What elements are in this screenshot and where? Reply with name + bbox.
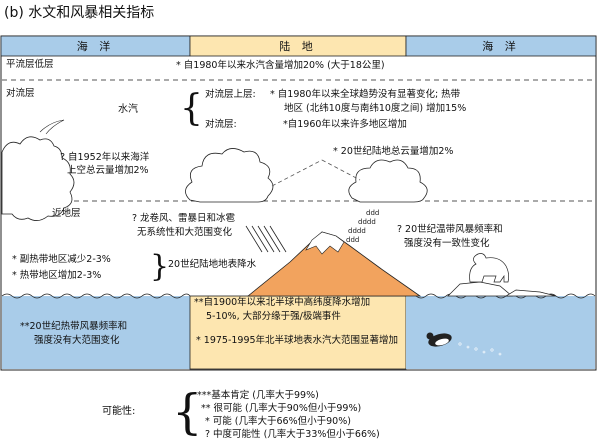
land-cloud-text: * 20世纪陆地总云量增加2% [333,146,454,157]
label-water-vapor: 水汽 [118,104,138,115]
trop-text: *自1960年以来许多地区增加 [283,119,407,130]
cloud-icon-right [348,159,428,203]
likelihood-item-3: * 可能 (几率大于66%但小于90%) [205,416,351,427]
svg-text:ddd: ddd [346,236,359,244]
trop-label: 对流层: [205,119,237,130]
extratrop-text-1: ? 20世纪温带风暴频率和 [397,224,503,235]
cloud-link-left [271,159,323,187]
brace-icon-likelihood: { [172,384,203,440]
upper-trop-text-2: 地区 (北纬10度与南纬10度之间) 增加15% [284,103,467,114]
layer-label-lower-stratosphere: 平流层低层 [6,59,54,70]
ocean-cloud-text-2: 上空总云量增加2% [67,165,149,176]
surface-vapor-text: * 1975-1995年北半球地表水汽大范围显著增加 [196,335,399,346]
thunder-cloud-icon [1,136,75,221]
likelihood-item-2: ** 很可能 (几率大于90%但小于99%) [201,403,362,414]
storms-text-2: 无系统性和大范围变化 [137,227,233,238]
likelihood-label: 可能性: [102,406,136,417]
iceberg-icon [447,281,513,297]
svg-text:dddd: dddd [358,218,376,226]
extratrop-text-2: 强度没有一致性变化 [404,238,490,249]
layer-label-near-surface: 近地层 [52,208,81,219]
penguin-icon [426,332,452,347]
cloud-icon [185,148,274,203]
land-precip-text: 20世纪陆地地表降水 [168,259,257,270]
finding-strat-vapor: * 自1980年以来水汽含量增加20% (大于18公里) [176,60,385,71]
header-ocean-left: 海 洋 [76,40,115,53]
header-ocean-right: 海 洋 [482,40,520,53]
likelihood-item-4: ? 中度可能性 (几率大于33%但小于66%) [205,429,380,440]
figure-title: (b) 水文和风暴相关指标 [4,5,155,21]
tropical-storm-text-1: **20世纪热带风暴频率和 [20,321,128,332]
ocean-wave-left [1,293,191,299]
bubbles-icon [458,342,502,356]
upper-trop-text: * 自1980年以来全球趋势没有显著变化; 热带 [270,89,461,100]
brace-icon-precip: } [150,249,170,284]
ocean-cloud-text-1: ? 自1952年以来海洋 [60,152,150,163]
polar-bear-icon [469,253,510,283]
layer-label-troposphere: 对流层 [6,88,35,99]
mountain-snow-icon [305,231,345,255]
heavy-precip-text-1: **自1900年以来北半球中高纬度降水增加 [194,297,371,308]
ocean-right-area [406,296,595,369]
ice-floe-icon [504,289,557,297]
svg-text:ddd: ddd [366,209,379,217]
rain-icon [245,225,287,253]
likelihood-item-1: ***基本肯定 (几率大于99%) [197,390,319,401]
brace-icon: { [180,88,203,129]
header-land: 陆 地 [279,40,317,53]
cloud-link-right [321,159,361,181]
heavy-precip-text-2: 5-10%, 大部分缘于强/极端事件 [206,311,341,322]
hail-icon: ddd dddd dddd ddd [346,209,379,244]
storms-text-1: ? 龙卷风、雷暴日和冰雹 [132,213,236,224]
tropics-precip: * 热带地区增加2-3% [12,270,102,281]
svg-text:dddd: dddd [348,227,366,235]
ocean-wave-right [405,293,596,299]
anvil-wisp-icon [39,119,65,135]
header-ocean-right-bg [405,35,597,57]
subtrop-precip: * 副热带地区减少2-3% [12,254,111,265]
ocean-left-area [2,296,190,369]
tropical-storm-text-2: 强度没有大范围变化 [34,335,120,346]
upper-trop-label: 对流层上层: [205,89,256,100]
